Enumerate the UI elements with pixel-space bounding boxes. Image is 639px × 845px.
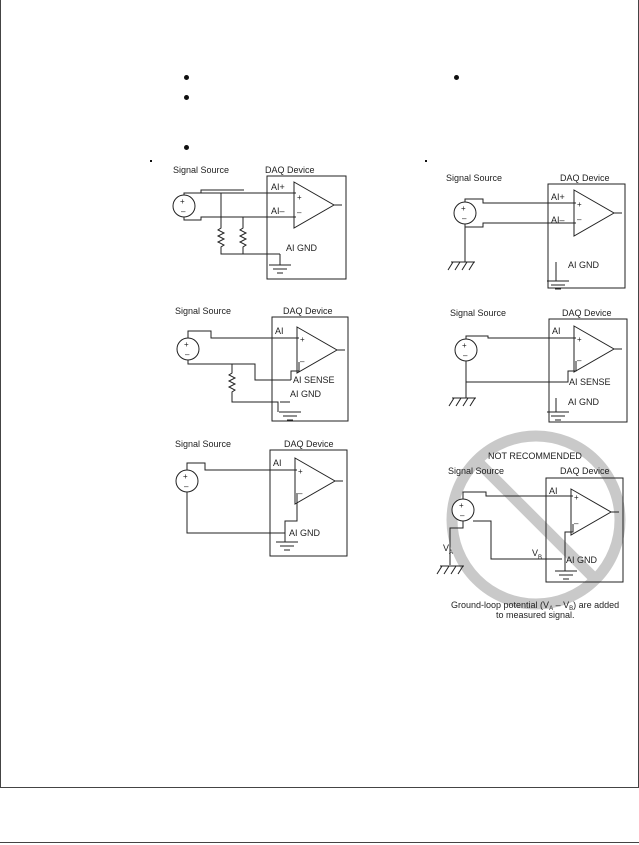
signal-source-label: Signal Source	[175, 439, 231, 449]
prohibition-circle	[446, 430, 626, 610]
diagram-differential-floating: Signal Source DAQ Device AI+ AI– AI GND …	[172, 165, 347, 280]
signal-source-label: Signal Source	[173, 165, 229, 175]
ai-label: AI	[275, 326, 284, 336]
diagram-nrse-floating: Signal Source DAQ Device AI AI SENSE AI …	[175, 306, 349, 422]
ai-gnd-label: AI GND	[568, 397, 600, 407]
ai-plus-label: AI+	[551, 192, 565, 202]
marker-right	[425, 160, 427, 162]
source-minus: –	[460, 511, 465, 520]
opamp-minus: –	[297, 208, 302, 217]
opamp-minus: –	[574, 519, 579, 528]
diagram-rse-floating: Signal Source DAQ Device AI AI GND + – +…	[175, 439, 348, 557]
ai-gnd-label: AI GND	[566, 555, 598, 565]
source-plus: +	[462, 341, 467, 350]
opamp-minus: –	[577, 215, 582, 224]
source-plus: +	[183, 472, 188, 481]
source-plus: +	[184, 340, 189, 349]
daq-device-label: DAQ Device	[284, 439, 334, 449]
daq-device-label: DAQ Device	[560, 466, 610, 476]
opamp-plus: +	[298, 467, 303, 476]
signal-source-label: Signal Source	[448, 466, 504, 476]
opamp-plus: +	[577, 200, 582, 209]
daq-device-label: DAQ Device	[562, 308, 612, 318]
bullet-4	[454, 75, 459, 80]
ai-plus-label: AI+	[271, 182, 285, 192]
not-recommended-label: NOT RECOMMENDED	[488, 451, 582, 461]
signal-source-label: Signal Source	[450, 308, 506, 318]
opamp-minus: –	[577, 356, 582, 365]
ai-sense-label: AI SENSE	[569, 377, 611, 387]
va-label: VA	[443, 543, 453, 556]
ground-loop-caption-line2: to measured signal.	[496, 610, 575, 620]
ai-label: AI	[549, 486, 558, 496]
ai-sense-label: AI SENSE	[293, 375, 335, 385]
daq-device-label: DAQ Device	[560, 173, 610, 183]
source-minus: –	[185, 350, 190, 359]
ai-label: AI	[273, 458, 282, 468]
daq-device-label: DAQ Device	[265, 165, 315, 175]
ai-label: AI	[552, 326, 561, 336]
diagram-rse-grounded-not-recommended: NOT RECOMMENDED Signal Source DAQ Device…	[436, 430, 626, 620]
ai-gnd-label: AI GND	[286, 243, 318, 253]
diagram-nrse-grounded: Signal Source DAQ Device AI AI SENSE AI …	[448, 308, 628, 423]
ai-minus-label: AI–	[271, 206, 285, 216]
opamp-plus: +	[574, 493, 579, 502]
daq-device-label: DAQ Device	[283, 306, 333, 316]
bullet-1	[184, 75, 189, 80]
marker-left	[150, 160, 152, 162]
source-minus: –	[463, 351, 468, 360]
ai-gnd-label: AI GND	[568, 260, 600, 270]
bullet-3	[184, 145, 189, 150]
ai-minus-label: AI–	[551, 215, 565, 225]
ground-loop-caption: Ground-loop potential (VA – VB) are adde…	[451, 600, 619, 612]
diagram-differential-grounded: Signal Source DAQ Device AI+ AI– AI GND …	[446, 173, 626, 290]
prohibition-slash	[473, 457, 599, 583]
ai-gnd-label: AI GND	[290, 389, 322, 399]
opamp-plus: +	[300, 335, 305, 344]
signal-source-label: Signal Source	[446, 173, 502, 183]
source-minus: –	[462, 214, 467, 223]
opamp-minus: –	[300, 357, 305, 366]
source-plus: +	[461, 204, 466, 213]
source-minus: –	[184, 482, 189, 491]
bullet-2	[184, 95, 189, 100]
signal-source-label: Signal Source	[175, 306, 231, 316]
vb-label: VB	[532, 548, 542, 561]
ai-gnd-label: AI GND	[289, 528, 321, 538]
opamp-plus: +	[577, 335, 582, 344]
opamp-plus: +	[297, 193, 302, 202]
footer-rule	[0, 842, 639, 843]
source-plus: +	[180, 197, 185, 206]
source-plus: +	[459, 501, 464, 510]
source-minus: –	[181, 207, 186, 216]
opamp-minus: –	[298, 489, 303, 498]
